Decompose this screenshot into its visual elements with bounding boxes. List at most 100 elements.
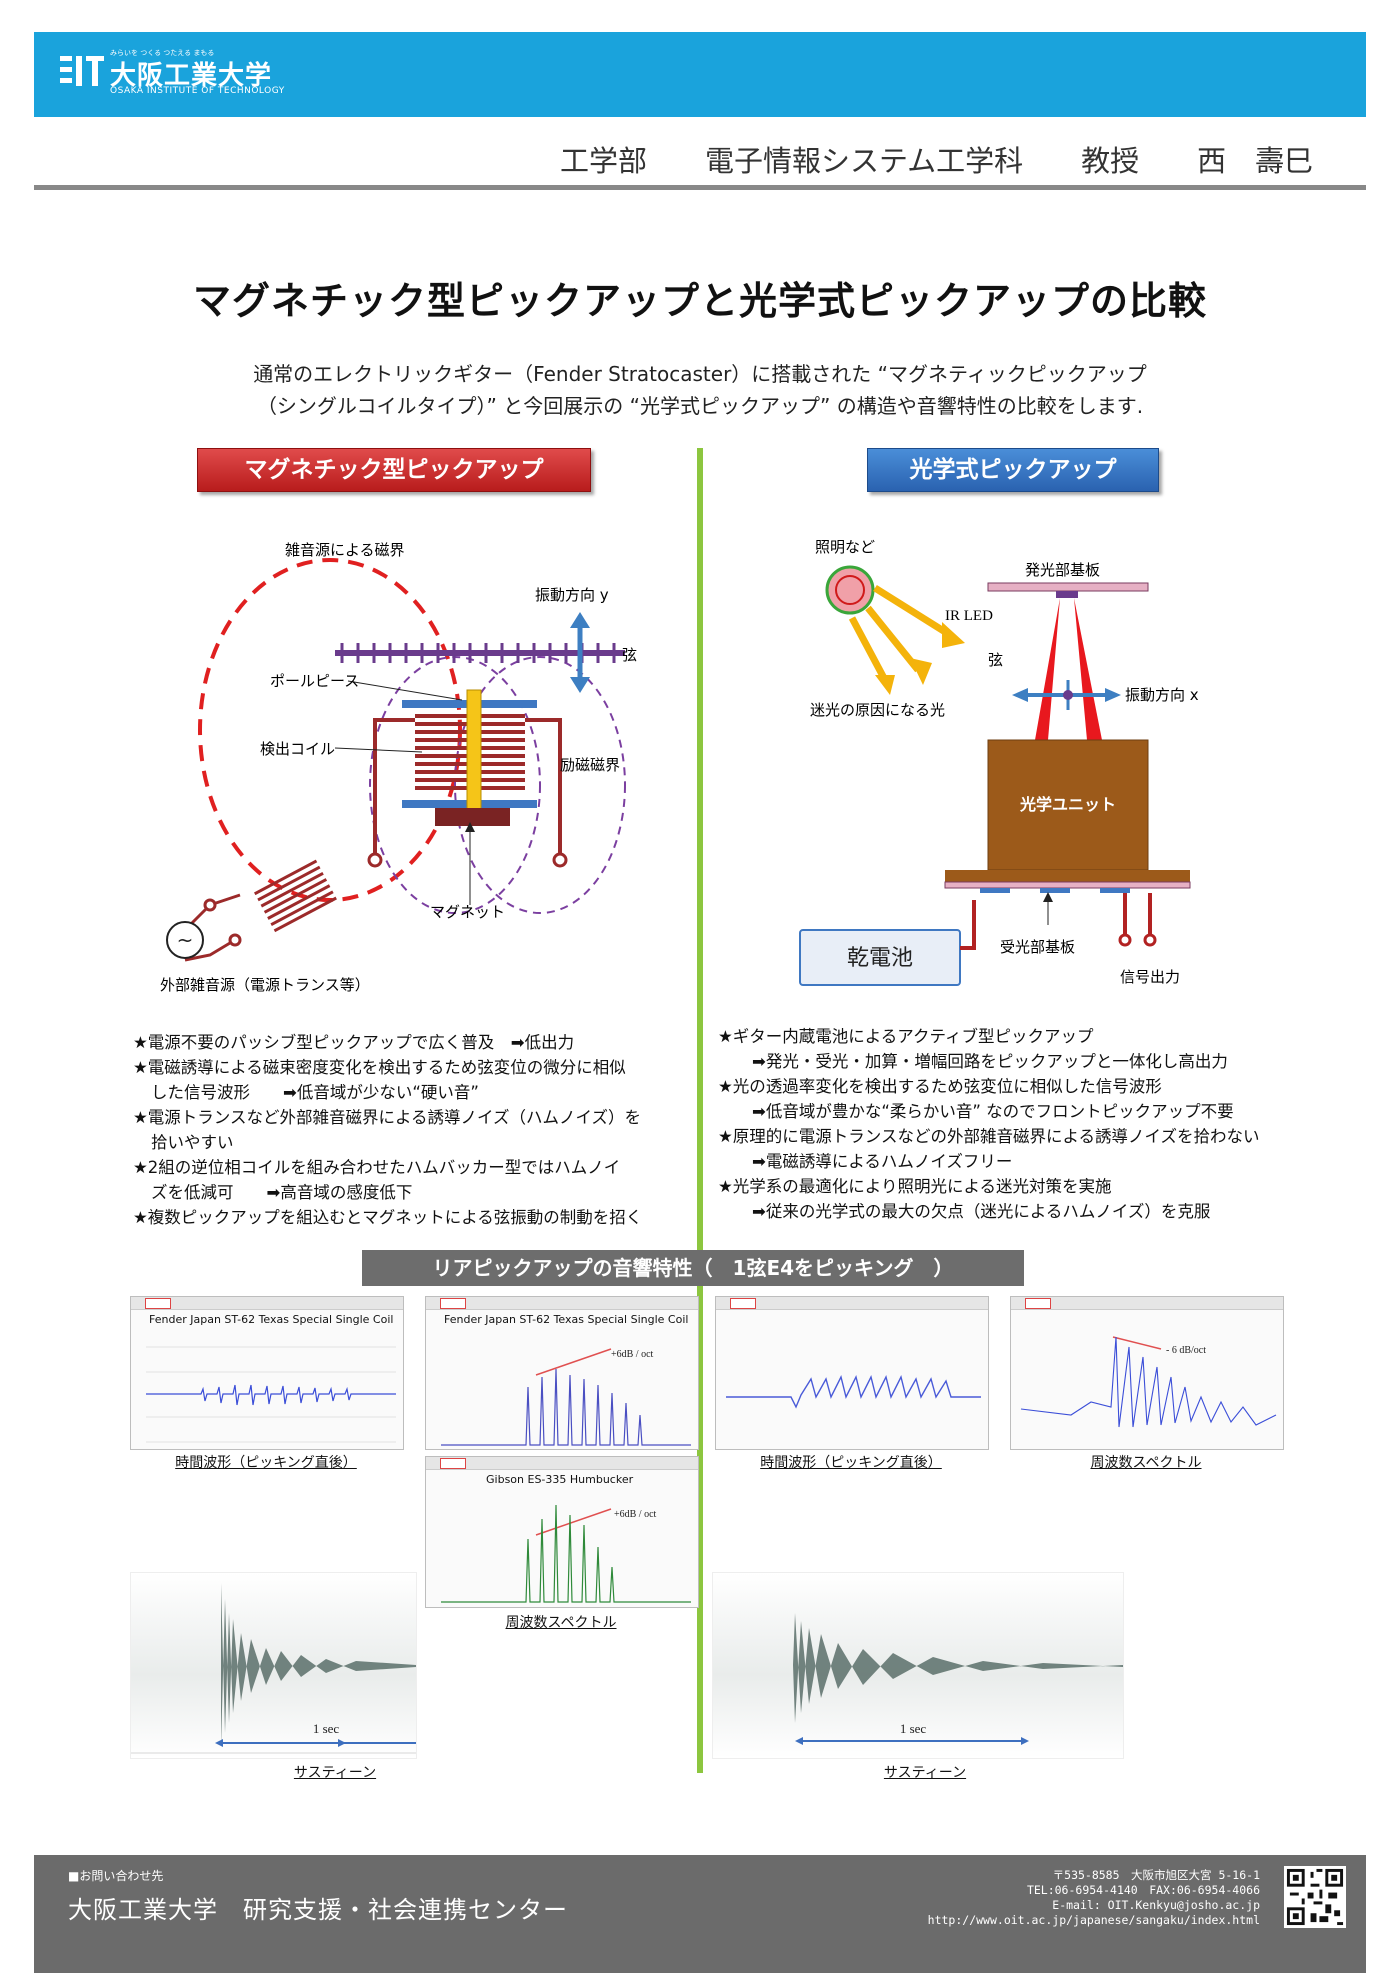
bullet: ★2組の逆位相コイルを組み合わせたハムバッカー型ではハムノイ [133, 1158, 621, 1177]
signal-out-label: 信号出力 [1120, 968, 1180, 986]
string-hatch [340, 643, 616, 663]
bullet: ★光学系の最適化により照明光による迷光対策を実施 [718, 1177, 1112, 1196]
optical-bullets: ★ギター内蔵電池によるアクティブ型ピックアップ ➡発光・受光・加算・増幅回路をピ… [718, 1024, 1368, 1224]
pole-piece-label: ポールピース [270, 672, 359, 690]
stray-light-arrows [848, 585, 952, 682]
caption-time-right: 時間波形（ピッキング直後） [760, 1455, 942, 1471]
optical-unit [987, 739, 1149, 871]
oit-logo-icon [60, 56, 104, 86]
coil-label: 検出コイル [260, 740, 335, 758]
magnetic-section-label: マグネチック型ピックアップ [197, 448, 591, 492]
ir-led [1056, 591, 1078, 598]
optical-pickup-diagram: 照明など 発光部基板 IR LED 弦 振動方向 x 迷光の原因になる光 光学ユ… [799, 538, 1199, 986]
string-cross-section [1063, 690, 1073, 700]
battery-label: 乾電池 [847, 946, 913, 971]
bullet: ★複数ピックアップを組込むとマグネットによる弦振動の制動を招く [133, 1208, 643, 1227]
page-title: マグネチック型ピックアップと光学式ピックアップの比較 [192, 279, 1207, 323]
footer-bar [34, 1855, 1366, 1973]
bullet: ★電源不要のパッシブ型ピックアップで広く普及 ➡低出力 [133, 1033, 575, 1052]
header-bar [34, 32, 1366, 117]
string-label: 弦 [622, 646, 637, 664]
noise-source-label: 外部雑音源（電源トランス等） [160, 976, 370, 994]
string-label: 弦 [988, 651, 1003, 669]
footer-url[interactable]: http://www.oit.ac.jp/japanese/sangaku/in… [927, 1913, 1260, 1927]
ir-led-label: IR LED [945, 608, 993, 624]
intro-line: （シングルコイルタイプ）” と今回展示の “光学式ピックアップ” の構造や音響特… [256, 394, 1144, 418]
emitter-board-label: 発光部基板 [1025, 561, 1100, 579]
spectrum-optical: - 6 dB/oct [1010, 1296, 1284, 1450]
noise-field-label: 雑音源による磁界 [285, 541, 405, 559]
magnet [435, 808, 510, 826]
bullet: ➡低音域が豊かな“柔らかい音” なのでフロントピックアップ不要 [752, 1102, 1234, 1121]
spectrum-magnetic-single-coil: Fender Japan ST-62 Texas Special Single … [425, 1296, 699, 1450]
receiver-board-label: 受光部基板 [1000, 938, 1075, 956]
excitation-loop-right [454, 656, 626, 914]
bullet: ズを低減可 ➡高音域の感度低下 [151, 1183, 413, 1202]
spectrum-humbucker: Gibson ES-335 Humbucker +6dB / oct [425, 1456, 699, 1608]
pole-leader [347, 680, 463, 701]
caption-sustain-right: サスティーン [883, 1765, 967, 1781]
optical-section-label: 光学式ピックアップ [867, 448, 1159, 492]
time-waveform-magnetic: Fender Japan ST-62 Texas Special Single … [130, 1296, 404, 1450]
footer-address-block: 〒535-8585 大阪市旭区大宮 5-16-1 TEL:06-6954-414… [860, 1868, 1260, 1928]
coil-lead-right [525, 718, 562, 855]
intro-line: 通常のエレクトリックギター（Fender Stratocaster）に搭載された… [253, 362, 1147, 386]
author-line: 工学部電子情報システム工学科教授西 壽巳 [560, 138, 1350, 180]
footer-address: 〒535-8585 大阪市旭区大宮 5-16-1 [1052, 1868, 1260, 1882]
shot-title: Gibson ES-335 Humbucker [486, 1473, 634, 1486]
slope-label: +6dB / oct [611, 1349, 654, 1360]
position: 教授 [1081, 144, 1140, 178]
shot-title: Fender Japan ST-62 Texas Special Single … [444, 1313, 689, 1326]
ac-symbol: ~ [177, 928, 194, 952]
magnetic-bullets: ★電源不要のパッシブ型ピックアップで広く普及 ➡低出力 ★電磁誘導による磁束密度… [133, 1030, 693, 1230]
battery-box [799, 929, 961, 986]
footer-phone: TEL:06-6954-4140 FAX:06-6954-4066 [1026, 1883, 1260, 1897]
bullet: ★電磁誘導による磁束密度変化を検出するため弦変位の微分に相似 [133, 1058, 626, 1077]
vibration-y-label: 振動方向 y [535, 586, 609, 604]
one-sec-label: 1 sec [900, 1721, 927, 1736]
sustain-magnetic: 1 sec [130, 1572, 417, 1759]
bullet: ★光の透過率変化を検出するため弦変位に相似した信号波形 [718, 1077, 1162, 1096]
bullet: ➡発光・受光・加算・増幅回路をピックアップと一体化し高出力 [752, 1052, 1228, 1071]
logo-tagline: みらいを つくる つたえる まもる [110, 49, 215, 57]
magnetic-pickup-diagram: ~ 雑音源による磁界 振動方向 y 弦 ポールピース 検出コイル 励磁磁界 マグ… [160, 541, 637, 994]
vibration-x-label: 振動方向 x [1125, 686, 1199, 704]
faculty: 工学部 [560, 144, 648, 178]
magnet-label: マグネット [430, 903, 505, 921]
bullet: ★電源トランスなど外部雑音磁界による誘導ノイズ（ハムノイズ）を [133, 1108, 641, 1127]
footer-contact-label: ■お問い合わせ先 [68, 1869, 164, 1883]
slope-label: +6dB / oct [614, 1509, 657, 1520]
qr-code-icon[interactable] [1284, 1866, 1346, 1928]
time-waveform-optical [715, 1296, 989, 1450]
string [335, 650, 625, 656]
one-sec-label: 1 sec [313, 1721, 340, 1736]
optical-unit-label: 光学ユニット [1019, 795, 1116, 814]
bullet: 拾いやすい [151, 1133, 234, 1152]
ir-beam-right [1074, 598, 1102, 740]
bullet: ➡従来の光学式の最大の欠点（迷光によるハムノイズ）を克服 [752, 1202, 1211, 1221]
logo-subtitle: OSAKA INSTITUTE OF TECHNOLOGY [110, 86, 285, 96]
coil-lead-left [373, 718, 415, 855]
noise-transformer [254, 859, 337, 933]
footer-email[interactable]: E-mail: OIT.Kenkyu@josho.ac.jp [1052, 1898, 1260, 1912]
excitation-label: 励磁磁界 [560, 756, 620, 774]
sustain-optical: 1 sec [712, 1572, 1124, 1759]
caption-sustain-left: サスティーン [293, 1765, 377, 1781]
vibration-arrow-y [570, 612, 590, 693]
acoustics-section-title: リアピックアップの音響特性（ 1弦E4をピッキング ） [362, 1250, 1024, 1286]
footer-center-name: 大阪工業大学 研究支援・社会連携センター [68, 1896, 568, 1924]
bullet: した信号波形 ➡低音域が少ない“硬い音” [151, 1083, 479, 1102]
bullet: ★ギター内蔵電池によるアクティブ型ピックアップ [718, 1027, 1094, 1046]
ir-beam-left [1035, 598, 1060, 740]
unit-base [945, 870, 1190, 882]
emitter-board [987, 582, 1149, 592]
lighting-label: 照明など [815, 538, 875, 556]
center-divider [697, 448, 703, 1773]
coil-leader [334, 747, 423, 753]
caption-spectrum-left: 周波数スペクトル [505, 1615, 617, 1631]
intro-text: 通常のエレクトリックギター（Fender Stratocaster）に搭載された… [140, 358, 1260, 422]
bullet: ➡電磁誘導によるハムノイズフリー [752, 1152, 1013, 1171]
shot-title: Fender Japan ST-62 Texas Special Single … [149, 1313, 394, 1326]
department: 電子情報システム工学科 [705, 144, 1024, 178]
pole-piece [466, 689, 482, 816]
